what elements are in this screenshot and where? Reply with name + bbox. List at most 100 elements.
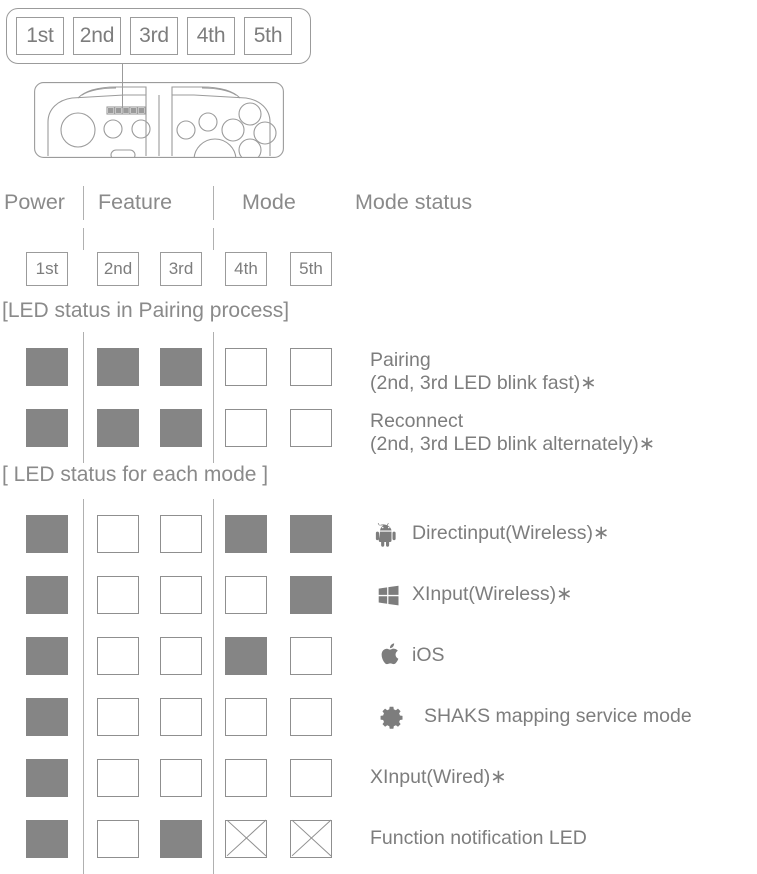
led-indicator-2 (97, 348, 139, 386)
section-title-pairing: [LED status in Pairing process] (2, 299, 290, 322)
led-indicator-4 (225, 759, 267, 797)
row-label-subtitle: (2nd, 3rd LED blink alternately)∗ (370, 433, 656, 456)
android-icon (372, 519, 402, 549)
led-indicator-4 (225, 637, 267, 675)
row-label: Reconnect(2nd, 3rd LED blink alternately… (370, 410, 655, 457)
led-indicator-3 (160, 820, 202, 858)
led-indicator-5 (290, 820, 332, 858)
row-label-title: XInput(Wireless)∗ (412, 583, 573, 605)
row-label: Function notification LED (370, 827, 587, 850)
ordinal-box-5th: 5th (290, 252, 332, 286)
led-indicator-1 (26, 759, 68, 797)
led-indicator-5 (290, 409, 332, 447)
group-separator-2 (213, 682, 215, 752)
row-label-title: iOS (412, 644, 445, 666)
led-indicator-4 (225, 820, 267, 858)
led-indicator-1 (26, 698, 68, 736)
group-separator-1 (83, 393, 85, 463)
group-separator-2 (213, 743, 215, 813)
led-indicator-3 (160, 637, 202, 675)
group-separator-1 (83, 621, 85, 691)
ordinal-separator-right (213, 228, 215, 250)
led-indicator-2 (97, 576, 139, 614)
row-label-title: Pairing (370, 349, 431, 371)
legend-cell-group: 1st 2nd 3rd 4th 5th (7, 9, 310, 63)
led-indicator-4 (225, 348, 267, 386)
group-separator-1 (83, 332, 85, 402)
row-label-subtitle: (2nd, 3rd LED blink fast)∗ (370, 372, 597, 395)
row-label-title: XInput(Wired)∗ (370, 766, 507, 788)
row-label: XInput(Wireless)∗ (412, 583, 572, 606)
column-header-mode: Mode (242, 190, 296, 214)
led-indicator-2 (97, 820, 139, 858)
row-label-title: Reconnect (370, 410, 464, 432)
led-indicator-1 (26, 576, 68, 614)
led-indicator-4 (225, 515, 267, 553)
column-header-power: Power (4, 190, 65, 214)
column-header-mode-status: Mode status (355, 190, 473, 214)
led-indicator-3 (160, 348, 202, 386)
led-indicator-2 (97, 698, 139, 736)
led-indicator-5 (290, 637, 332, 675)
led-indicator-3 (160, 698, 202, 736)
row-label-title: Function notification LED (370, 827, 587, 849)
group-separator-1 (83, 560, 85, 630)
led-indicator-3 (160, 759, 202, 797)
row-label: SHAKS mapping service mode (424, 705, 692, 728)
led-indicator-4 (225, 698, 267, 736)
led-indicator-3 (160, 409, 202, 447)
group-separator-2 (213, 499, 215, 569)
ordinal-box-4th: 4th (225, 252, 267, 286)
legend-cell-4th: 4th (187, 17, 235, 55)
gear-icon (376, 702, 406, 732)
led-indicator-2 (97, 759, 139, 797)
led-indicator-5 (290, 698, 332, 736)
row-label: XInput(Wired)∗ (370, 766, 507, 789)
led-indicator-2 (97, 409, 139, 447)
group-separator-2 (213, 393, 215, 463)
led-indicator-5 (290, 515, 332, 553)
group-separator-2 (213, 332, 215, 402)
row-label-title: SHAKS mapping service mode (424, 705, 692, 727)
led-indicator-5 (290, 576, 332, 614)
group-separator-2 (213, 804, 215, 874)
led-indicator-3 (160, 576, 202, 614)
ordinal-box-2nd: 2nd (97, 252, 139, 286)
led-indicator-5 (290, 759, 332, 797)
led-indicator-2 (97, 637, 139, 675)
header-separator-right (213, 186, 215, 220)
callout-pointer-line (122, 64, 124, 108)
led-legend-strip: 1st 2nd 3rd 4th 5th (6, 8, 311, 64)
windows-icon (376, 583, 401, 608)
led-indicator-5 (290, 348, 332, 386)
group-separator-1 (83, 743, 85, 813)
row-label: iOS (412, 644, 445, 667)
led-indicator-2 (97, 515, 139, 553)
header-separator-left (83, 186, 85, 220)
led-indicator-1 (26, 409, 68, 447)
led-indicator-1 (26, 820, 68, 858)
led-indicator-1 (26, 348, 68, 386)
legend-cell-1st: 1st (16, 17, 64, 55)
legend-cell-5th: 5th (244, 17, 292, 55)
apple-icon (378, 641, 404, 667)
row-label: Pairing(2nd, 3rd LED blink fast)∗ (370, 349, 597, 396)
group-separator-1 (83, 682, 85, 752)
legend-cell-2nd: 2nd (73, 17, 121, 55)
row-label: Directinput(Wireless)∗ (412, 522, 609, 545)
game-controller-illustration (34, 82, 284, 162)
ordinal-separator-left (83, 228, 85, 250)
led-indicator-4 (225, 576, 267, 614)
led-indicator-1 (26, 515, 68, 553)
legend-cell-3rd: 3rd (130, 17, 178, 55)
column-header-feature: Feature (98, 190, 173, 214)
group-separator-2 (213, 621, 215, 691)
row-label-title: Directinput(Wireless)∗ (412, 522, 610, 544)
group-separator-2 (213, 560, 215, 630)
ordinal-box-1st: 1st (26, 252, 68, 286)
section-title-modes: [ LED status for each mode ] (2, 463, 269, 486)
group-separator-1 (83, 499, 85, 569)
led-indicator-1 (26, 637, 68, 675)
led-indicator-4 (225, 409, 267, 447)
ordinal-box-3rd: 3rd (160, 252, 202, 286)
